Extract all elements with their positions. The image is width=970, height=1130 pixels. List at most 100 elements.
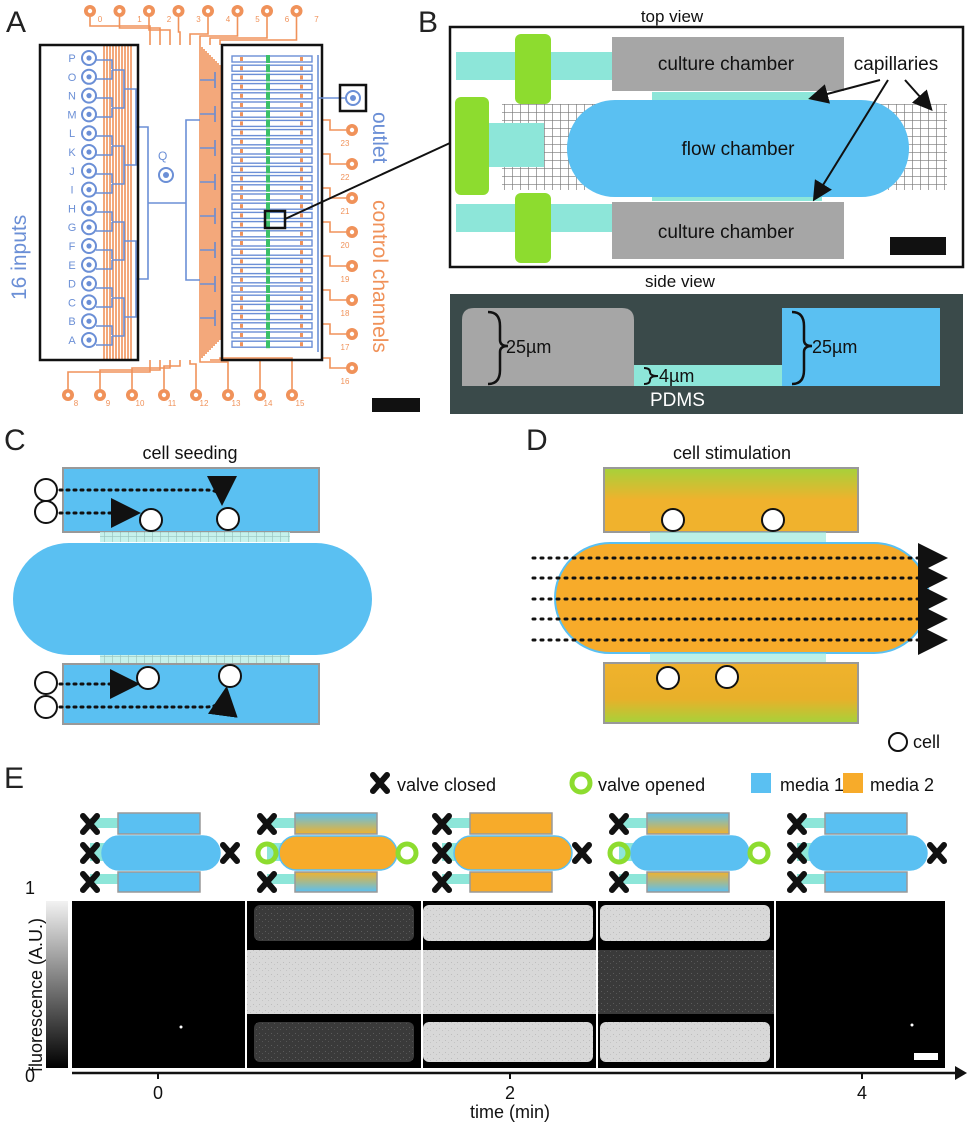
chamber-array (231, 55, 346, 352)
bottom-port-15-label: 15 (296, 399, 305, 408)
flow-chamber-label: flow chamber (682, 139, 796, 160)
legend-media2: media 2 (870, 775, 934, 795)
valve-mid-1 (255, 841, 279, 865)
q-port-label: Q (158, 149, 167, 163)
bottom-port-11-label: 11 (168, 399, 177, 408)
top-port-1-label: 1 (137, 15, 142, 24)
valve-mid-4 (787, 842, 807, 864)
stim-culture-top (603, 467, 859, 533)
dim-left-label: 25µm (506, 337, 551, 357)
right-port-21-label: 21 (341, 207, 350, 216)
valve-bot-1 (257, 871, 277, 893)
scale-bar-b (890, 237, 946, 255)
state-2 (432, 812, 592, 893)
bottom-port-10-label: 10 (136, 399, 145, 408)
inputs-box (38, 43, 140, 362)
media1-swatch (751, 773, 771, 793)
valve-bot-2 (432, 871, 452, 893)
input-letter-F: F (69, 241, 76, 253)
valve-bot-3 (609, 871, 629, 893)
culture-chamber-bottom-label: culture chamber (658, 222, 795, 243)
bottom-port-12-label: 12 (200, 399, 209, 408)
outlet-label: outlet (368, 112, 391, 164)
top-control-ports: 0 1 2 3 4 5 6 7 (84, 5, 319, 24)
time-axis-label: time (min) (470, 1102, 550, 1122)
input-letter-A: A (68, 335, 76, 347)
colorbar-label: fluorescence (A.U.) (26, 918, 46, 1072)
fluorescence-strip (72, 901, 945, 1068)
valve-out-0 (220, 842, 240, 864)
right-port-19-label: 19 (341, 275, 350, 284)
top-port-5-label: 5 (255, 15, 260, 24)
valve-bottom (515, 193, 551, 263)
input-letter-K: K (68, 147, 76, 159)
valve-bot-4 (787, 871, 807, 893)
colorbar-min: 0 (25, 1066, 35, 1086)
valve-top-0 (80, 813, 100, 835)
panel-label-a: A (6, 6, 26, 39)
bottom-port-13-label: 13 (232, 399, 241, 408)
cell-stimulation-title: cell stimulation (673, 443, 791, 463)
right-port-16-label: 16 (341, 377, 350, 386)
top-port-3-label: 3 (196, 15, 201, 24)
seeding-cells (34, 478, 242, 719)
side-view-label: side view (645, 272, 716, 291)
capillaries-label: capillaries (854, 54, 938, 75)
state-1 (255, 812, 419, 893)
media2-swatch (843, 773, 863, 793)
flow-chamber (567, 100, 909, 197)
right-port-23-label: 23 (341, 139, 350, 148)
valve-out-3 (747, 841, 771, 865)
xtick-0: 0 (153, 1083, 163, 1103)
right-port-18-label: 18 (341, 309, 350, 318)
top-view-label: top view (641, 7, 704, 26)
valve-out-1 (395, 841, 419, 865)
top-port-6-label: 6 (285, 15, 290, 24)
bottom-port-14-label: 14 (264, 399, 273, 408)
valve-mid-3 (607, 841, 631, 865)
input-letter-O: O (68, 72, 77, 84)
state-4 (787, 812, 947, 893)
top-capillaries (652, 92, 822, 100)
valve-bot-0 (80, 871, 100, 893)
input-letter-H: H (68, 203, 76, 215)
input-letter-C: C (68, 297, 76, 309)
input-letter-E: E (68, 260, 75, 272)
top-port-4-label: 4 (226, 15, 231, 24)
dim-mid-label: 4µm (659, 366, 694, 386)
panel-label-d: D (526, 424, 548, 457)
cell-legend-label: cell (913, 732, 940, 752)
input-letter-P: P (68, 53, 75, 65)
xtick-2: 2 (505, 1083, 515, 1103)
valve-top (515, 34, 551, 104)
zoom-box (263, 209, 287, 230)
panel-label-b: B (418, 6, 438, 39)
culture-chamber-top-label: culture chamber (658, 54, 795, 75)
panel-label-e: E (4, 762, 24, 795)
top-port-0-label: 0 (98, 15, 103, 24)
input-letter-I: I (70, 185, 73, 197)
valve-out-2 (572, 842, 592, 864)
bottom-port-8-label: 8 (74, 399, 79, 408)
valve-mid-2 (432, 842, 452, 864)
valve-top-3 (609, 813, 629, 835)
input-letter-L: L (69, 128, 75, 140)
control-channels-label: control channels (368, 200, 391, 353)
xtick-4: 4 (857, 1083, 867, 1103)
outlet-box (338, 83, 368, 113)
top-port-7-label: 7 (314, 15, 319, 24)
top-port-2-label: 2 (167, 15, 172, 24)
legend-e: valve closed valve opened media 1 media … (370, 771, 934, 795)
valve-top-4 (787, 813, 807, 835)
scale-bar-e (914, 1053, 938, 1060)
input-letter-D: D (68, 279, 76, 291)
state-0 (80, 812, 240, 893)
input-letter-N: N (68, 91, 76, 103)
input-letter-G: G (68, 222, 77, 234)
valve-out-4 (927, 842, 947, 864)
